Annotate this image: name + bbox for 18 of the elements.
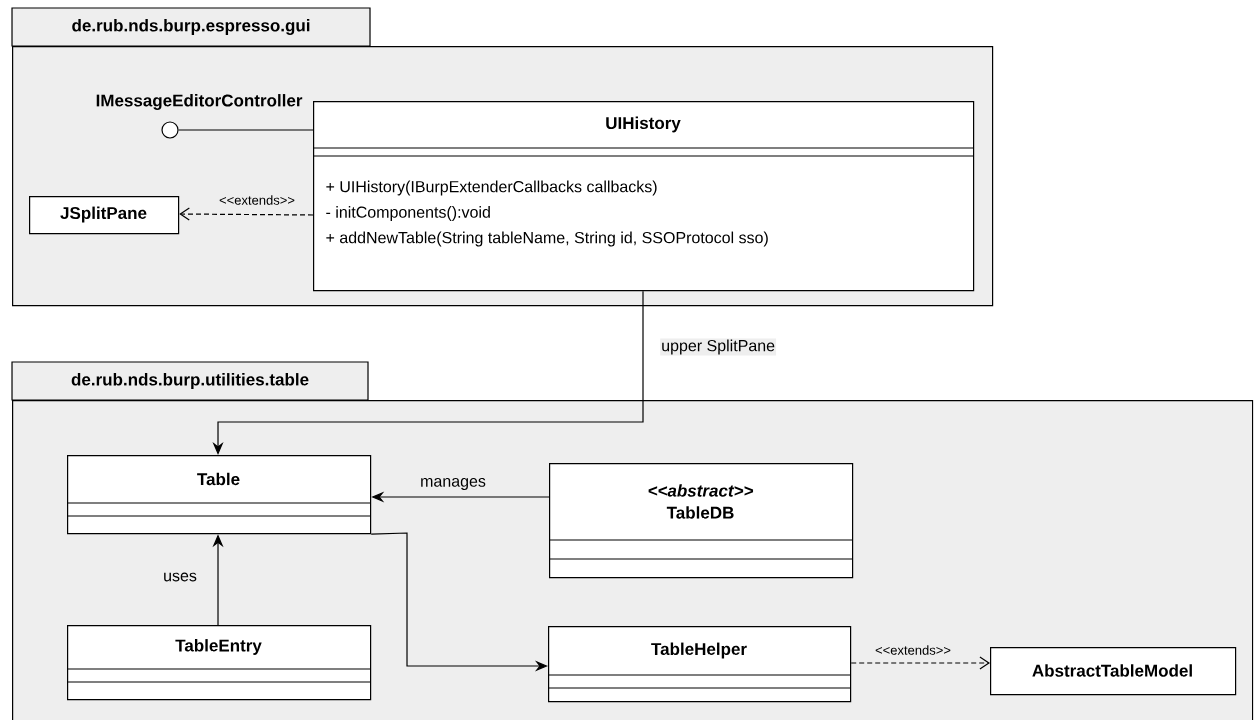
node-label: de.rub.nds.burp.utilities.table [71, 373, 309, 389]
node-label: de.rub.nds.burp.espresso.gui [72, 19, 310, 35]
edge-label: <<extends>> [218, 194, 296, 206]
edge-label: <<extends>> [874, 644, 952, 656]
edge-label: uses [162, 571, 198, 583]
class-box: TableEntry [66, 625, 372, 701]
class-box: TableHelper [547, 626, 852, 703]
connector-line [178, 129, 314, 131]
arrow [850, 656, 990, 670]
edge-label: manages [419, 477, 487, 491]
class-box: UIHistory + UIHistory(IBurpExtenderCallbacks callbacks) - initComponents():void + addNewTable(String tableName, String id, SSOProtocol sso) [312, 101, 975, 292]
class-box: AbstractTableModel [990, 647, 1237, 696]
node-label: IMessageEditorController [96, 94, 303, 110]
arrow [179, 207, 314, 221]
interface-lollipop: IMessageEditorController [96, 94, 303, 139]
class-box: JSplitPane [29, 196, 180, 235]
class-box: <<abstract>> TableDB [548, 463, 854, 579]
class-box: Table [66, 455, 372, 535]
